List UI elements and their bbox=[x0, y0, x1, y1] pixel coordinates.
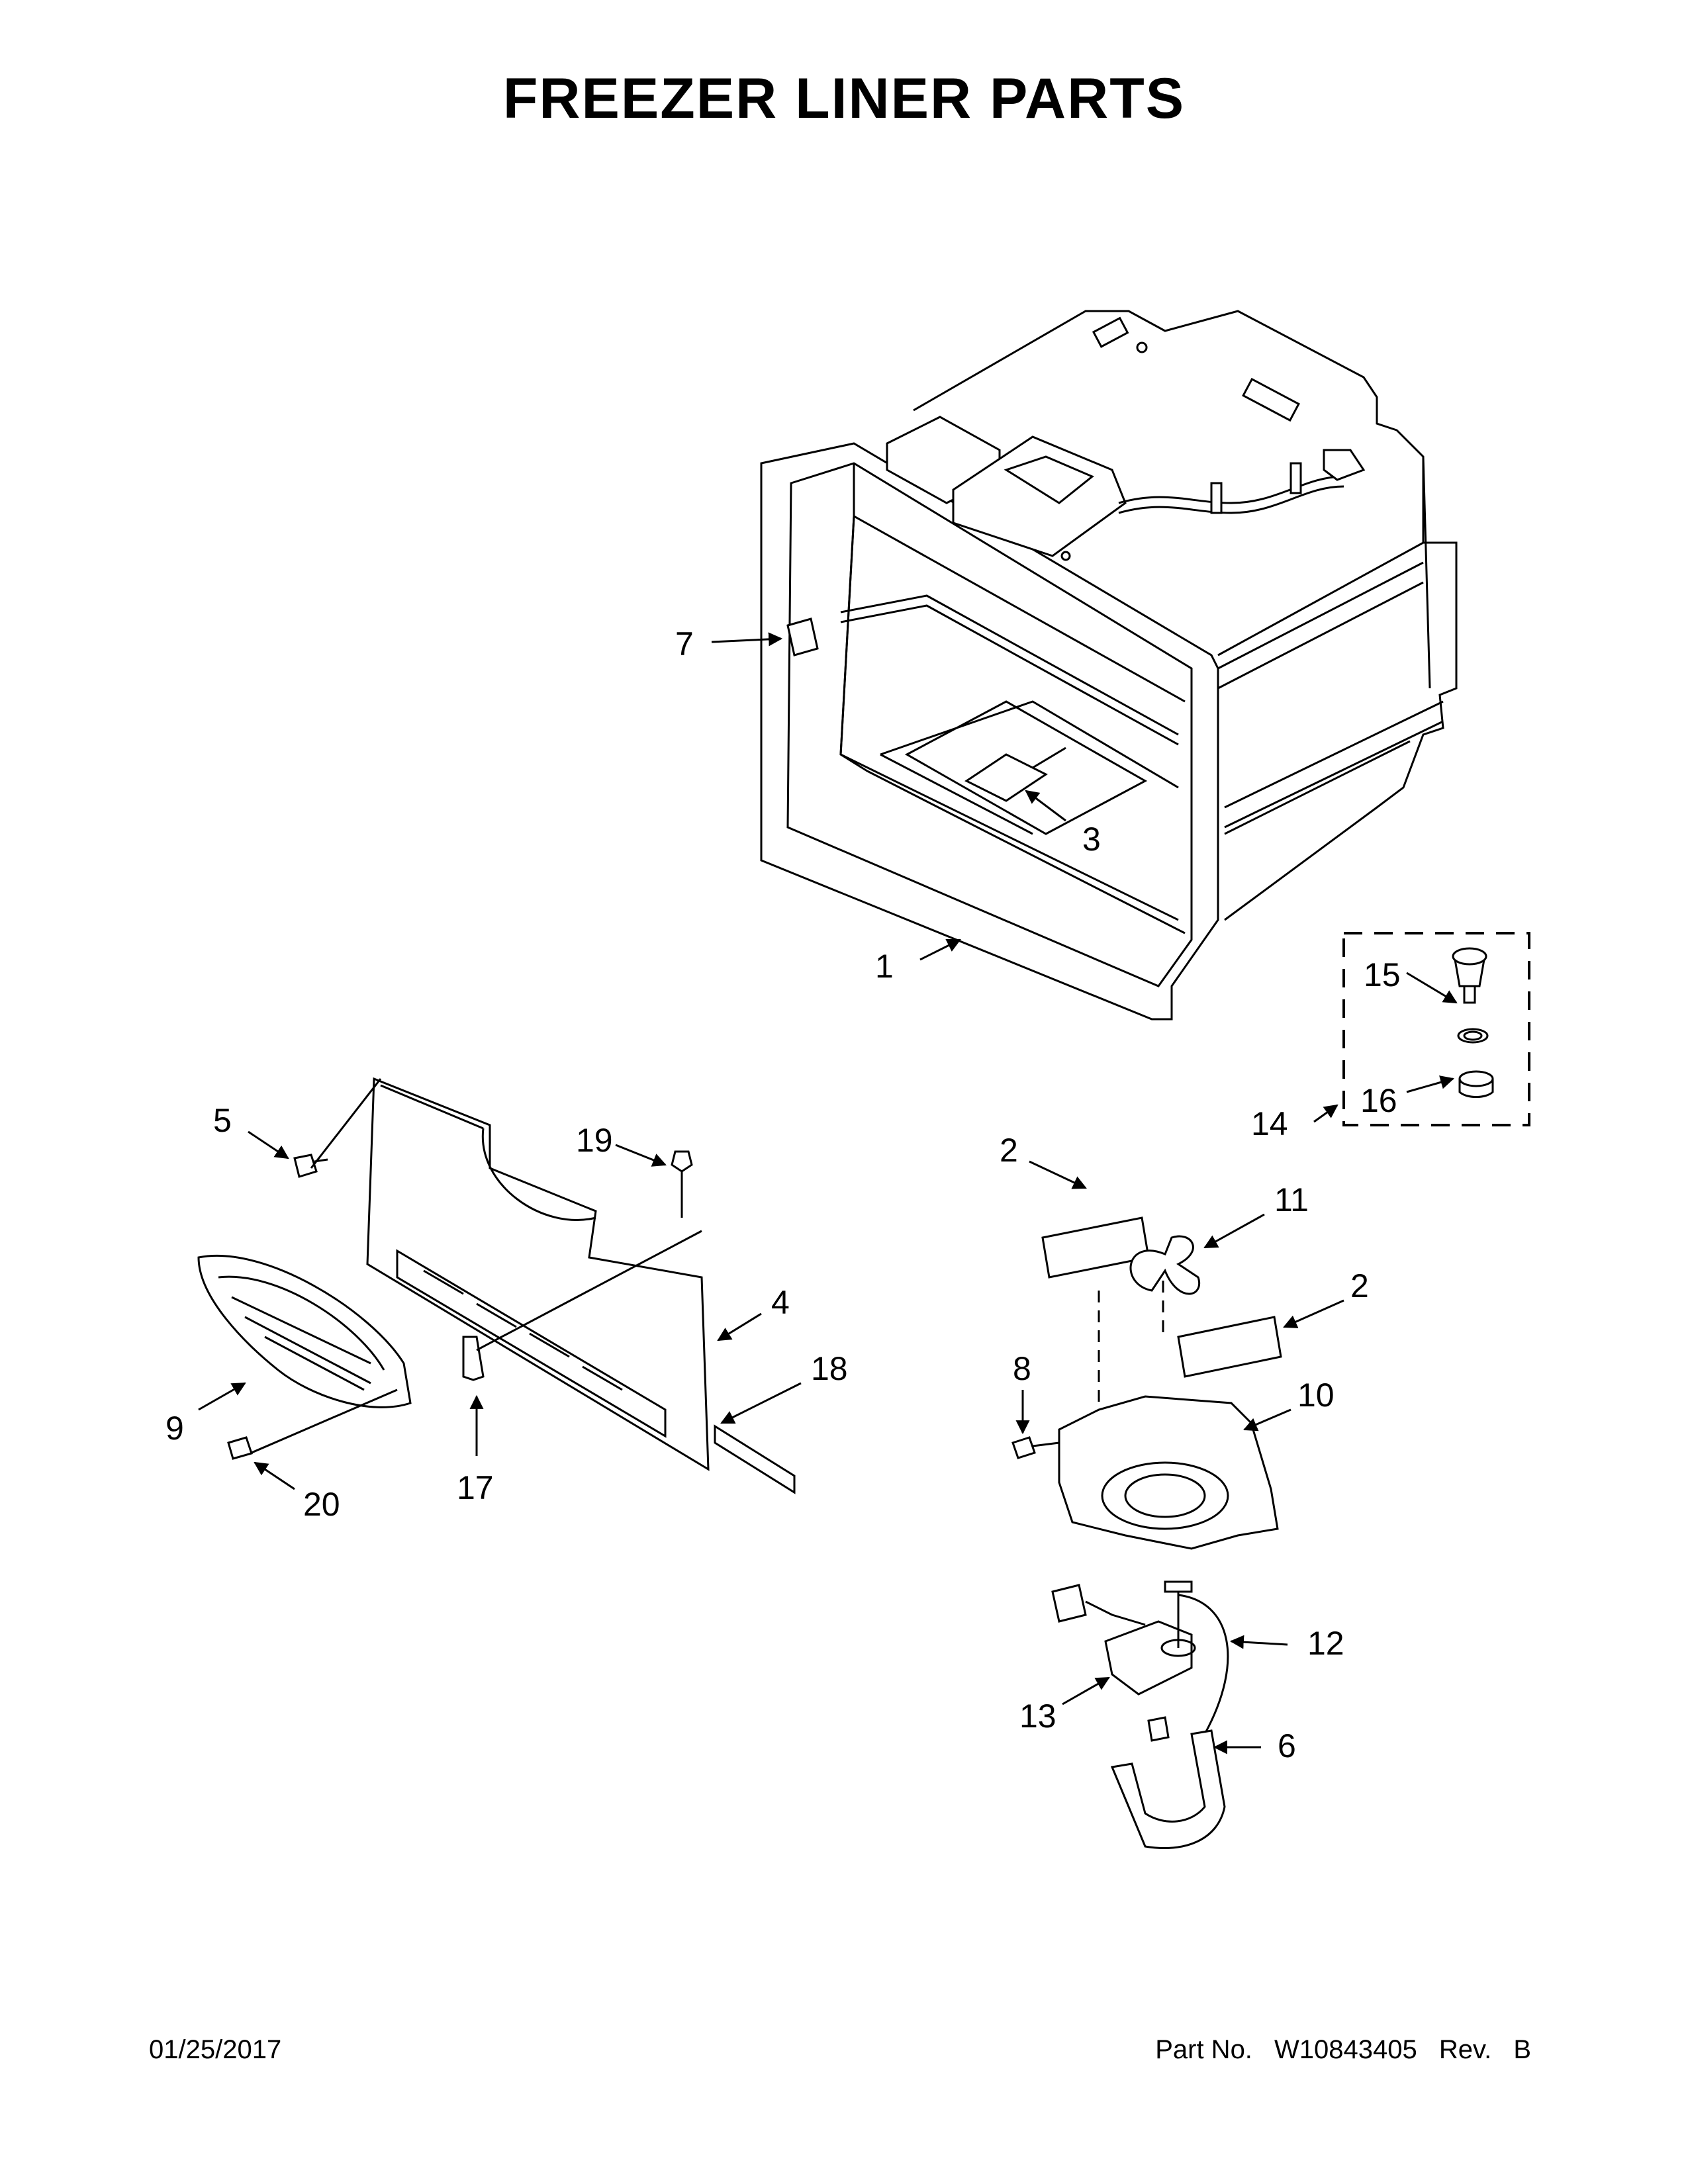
callout-18: 18 bbox=[811, 1350, 848, 1387]
callout-2-upper: 2 bbox=[1000, 1132, 1018, 1169]
callout-4: 4 bbox=[771, 1284, 790, 1321]
callout-14: 14 bbox=[1251, 1105, 1288, 1142]
callout-15: 15 bbox=[1364, 956, 1401, 993]
part-number-label: Part No. bbox=[1155, 2035, 1252, 2064]
callout-12: 12 bbox=[1307, 1625, 1344, 1662]
callout-19: 19 bbox=[576, 1122, 613, 1159]
leader-arrows bbox=[198, 632, 1458, 1754]
callout-5: 5 bbox=[213, 1102, 232, 1139]
callout-13: 13 bbox=[1019, 1698, 1056, 1735]
callout-2-lower: 2 bbox=[1350, 1267, 1369, 1304]
revision-label: Rev. bbox=[1438, 2035, 1492, 2064]
callout-11: 11 bbox=[1274, 1181, 1309, 1218]
rear-panel bbox=[197, 1077, 796, 1494]
footer-date: 01/25/2017 bbox=[149, 2035, 282, 2064]
callout-labels: 1 2 2 3 4 5 6 7 8 9 10 11 12 13 14 15 16… bbox=[165, 625, 1401, 1764]
callout-6: 6 bbox=[1278, 1727, 1296, 1764]
footer-part-info: Part No. W10843405 Rev. B bbox=[1155, 2035, 1531, 2065]
callout-16: 16 bbox=[1360, 1082, 1397, 1119]
freezer-liner bbox=[760, 310, 1458, 1021]
revision-value: B bbox=[1513, 2035, 1531, 2064]
callout-17: 17 bbox=[457, 1469, 494, 1506]
callout-8: 8 bbox=[1013, 1350, 1031, 1387]
part-number: W10843405 bbox=[1274, 2035, 1417, 2064]
drain-kit-group bbox=[1342, 932, 1530, 1126]
callout-3: 3 bbox=[1082, 821, 1101, 858]
callout-20: 20 bbox=[303, 1486, 340, 1523]
callout-1: 1 bbox=[875, 948, 894, 985]
page-title: FREEZER LINER PARTS bbox=[502, 67, 1186, 130]
callout-10: 10 bbox=[1297, 1377, 1335, 1414]
callout-9: 9 bbox=[165, 1410, 184, 1447]
callout-7: 7 bbox=[675, 625, 694, 662]
fan-assembly bbox=[1011, 1216, 1282, 1849]
